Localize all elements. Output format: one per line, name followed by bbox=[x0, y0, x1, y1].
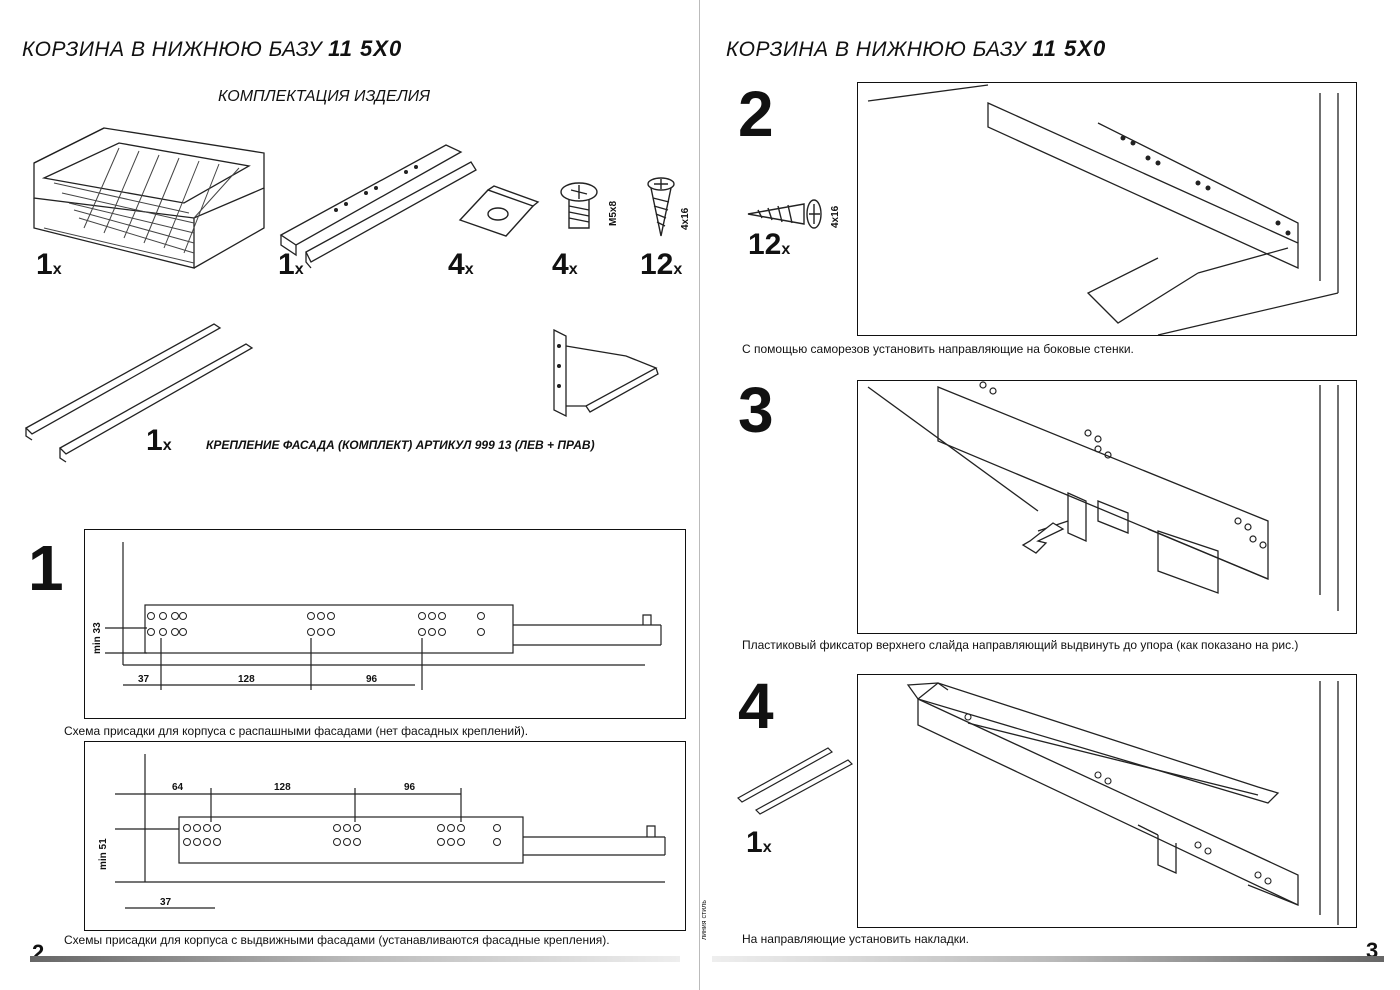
step-2-number: 2 bbox=[738, 78, 774, 150]
step-4-diagram bbox=[857, 674, 1357, 928]
step-3-number: 3 bbox=[738, 374, 774, 446]
slides-illustration bbox=[279, 144, 477, 269]
step-1-caption-a: Схема присадки для корпуса с распашными … bbox=[64, 724, 529, 738]
footer-bar-right bbox=[712, 956, 1384, 962]
dim-37-a: 37 bbox=[138, 674, 150, 685]
wood-screw-icon bbox=[647, 177, 675, 237]
facade-rails-illustration bbox=[24, 323, 254, 463]
m5-qty: 4x bbox=[552, 248, 578, 281]
product-code-right: 11 5Х0 bbox=[1032, 36, 1107, 61]
basket-qty: 1x bbox=[36, 248, 62, 281]
product-title-right: КОРЗИНА В НИЖНЮЮ БАЗУ bbox=[726, 38, 1027, 61]
facade-rails-qty: 1x bbox=[146, 424, 172, 457]
step-2-caption: С помощью саморезов установить направляю… bbox=[742, 342, 1134, 356]
m5-screw-icon bbox=[560, 182, 598, 229]
kit-heading: КОМПЛЕКТАЦИЯ ИЗДЕЛИЯ bbox=[218, 88, 431, 105]
basket-illustration bbox=[33, 127, 265, 269]
step-1-caption-b: Схемы присадки для корпуса с выдвижными … bbox=[64, 933, 610, 947]
wood-screw-qty: 12x bbox=[640, 248, 683, 281]
product-code: 11 5Х0 bbox=[328, 36, 403, 61]
clip-qty: 4x bbox=[448, 248, 474, 281]
step-3-diagram bbox=[857, 380, 1357, 634]
slides-qty: 1x bbox=[278, 248, 304, 281]
dim-min33: min 33 bbox=[92, 622, 103, 654]
step-4-number: 4 bbox=[738, 670, 774, 742]
step-1-number: 1 bbox=[28, 532, 64, 604]
facade-bracket-illustration bbox=[553, 328, 659, 418]
footer-bar-left bbox=[30, 956, 680, 962]
step-4-qty: 1x bbox=[746, 826, 772, 859]
dim-96-a: 96 bbox=[366, 674, 378, 685]
step-2-screw-icon bbox=[747, 199, 822, 229]
m5-label: M5x8 bbox=[608, 200, 619, 226]
product-title: КОРЗИНА В НИЖНЮЮ БАЗУ bbox=[22, 38, 323, 61]
dim-96-b: 96 bbox=[404, 782, 416, 793]
page-divider bbox=[699, 0, 700, 990]
step-4-caption: На направляющие установить накладки. bbox=[742, 932, 970, 946]
step-1-diagram-a bbox=[84, 529, 686, 719]
step-2-screw-label: 4x16 bbox=[830, 205, 841, 228]
dim-min51: min 51 bbox=[98, 838, 109, 870]
step-3-caption: Пластиковый фиксатор верхнего слайда нап… bbox=[742, 638, 1299, 652]
page-number-left: 2 bbox=[32, 940, 45, 965]
dim-37-b: 37 bbox=[160, 897, 172, 908]
step-2-diagram bbox=[857, 82, 1357, 336]
step-4-rails-icon bbox=[737, 747, 853, 815]
dim-64-b: 64 bbox=[172, 782, 184, 793]
dim-128-a: 128 bbox=[238, 674, 255, 685]
step-1-diagram-b bbox=[84, 741, 686, 931]
wood-screw-label: 4x16 bbox=[680, 207, 691, 230]
step-2-qty: 12x bbox=[748, 228, 791, 261]
clip-illustration bbox=[458, 185, 540, 237]
facade-mount-caption: КРЕПЛЕНИЕ ФАСАДА (КОМПЛЕКТ) АРТИКУЛ 999 … bbox=[206, 438, 595, 452]
dim-128-b: 128 bbox=[274, 782, 291, 793]
spine-text: линия стиль bbox=[701, 900, 708, 940]
